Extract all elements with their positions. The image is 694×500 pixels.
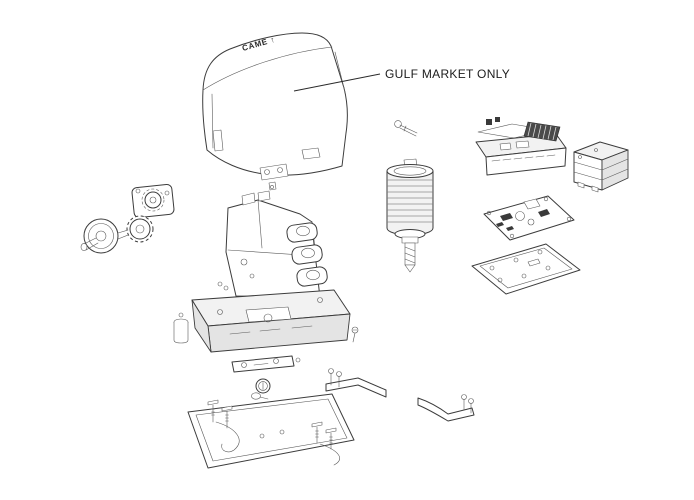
lock-cylinder-part <box>251 378 271 400</box>
motor-part <box>386 158 434 273</box>
heat-sink-part <box>523 121 561 142</box>
circuit-board-part <box>483 195 575 241</box>
motor-key-part <box>394 120 418 137</box>
grease-cartridge-part <box>173 312 189 344</box>
gearbox-base-part <box>191 289 351 353</box>
bracket-center-part <box>325 368 387 398</box>
control-enclosure-part <box>475 117 567 176</box>
release-plate-part <box>231 355 301 373</box>
gulf-annotation-label: GULF MARKET ONLY <box>385 67 510 81</box>
gearbox-module-stack <box>286 222 328 287</box>
cover-part: CAME↑ <box>202 32 348 176</box>
anchor-bolt-right-part <box>311 421 340 466</box>
gear-unit-part <box>131 183 175 219</box>
gulf-annotation: GULF MARKET ONLY <box>293 67 510 92</box>
gearbox-part <box>217 190 328 299</box>
anchor-bolt-left-part <box>207 399 240 453</box>
mounting-tray-part <box>471 243 581 295</box>
screw-part <box>351 326 359 343</box>
transformer-part <box>573 141 629 193</box>
bracket-right-part <box>417 394 475 422</box>
limit-gear-part <box>126 215 154 243</box>
limit-knob-part <box>80 218 129 254</box>
base-plate-part <box>187 393 355 469</box>
cover-bracket-part <box>259 163 289 191</box>
